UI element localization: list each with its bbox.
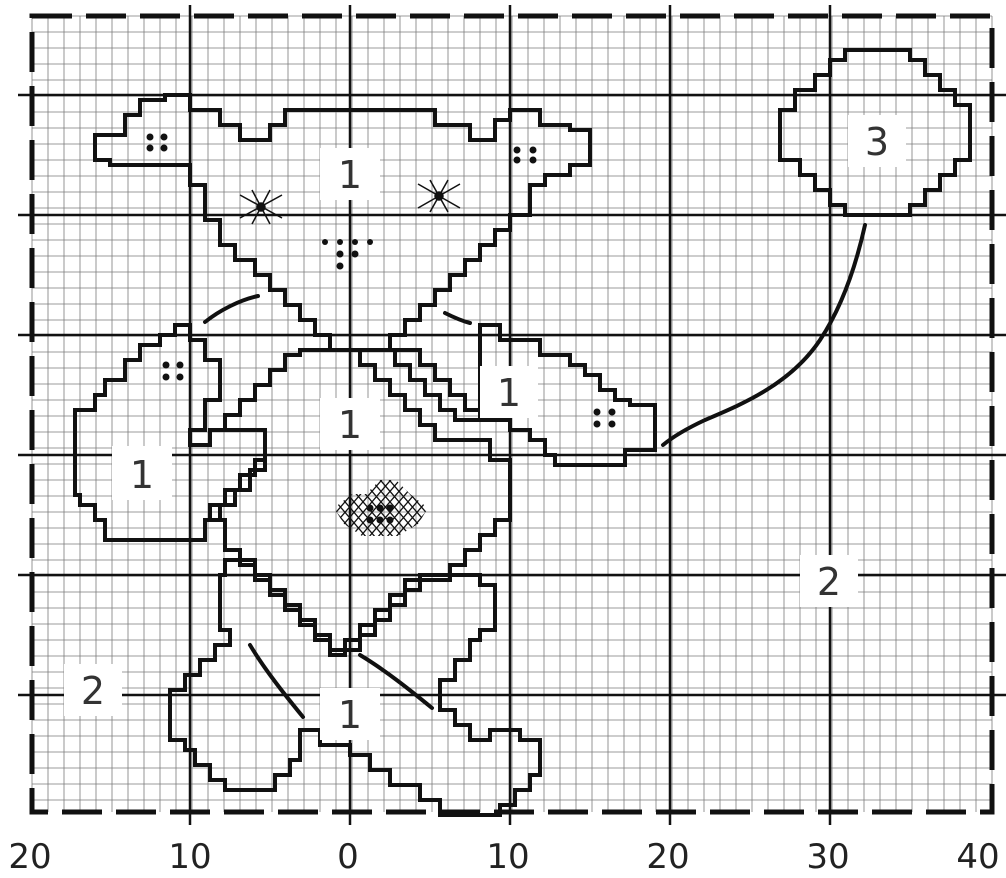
svg-text:1: 1 <box>338 403 362 447</box>
right-paw-dots-icon <box>594 409 616 428</box>
x-axis-label: 20 <box>646 837 689 877</box>
left-cheek-line <box>205 296 258 322</box>
left-eye-icon <box>240 190 282 224</box>
right-ear-dots-icon <box>514 147 537 164</box>
region-label-right-arm: 1 <box>480 366 538 418</box>
x-axis-label: 0 <box>337 837 359 877</box>
x-axis-label: 30 <box>806 837 849 877</box>
region-label-head: 1 <box>320 148 380 200</box>
right-cheek-line <box>445 313 470 323</box>
svg-text:1: 1 <box>497 371 521 415</box>
left-ear-dots-icon <box>147 134 168 152</box>
region-label-balloon: 3 <box>848 115 906 167</box>
svg-text:1: 1 <box>130 453 154 497</box>
left-arm-outline <box>75 325 265 540</box>
nose-dots-icon <box>322 239 373 270</box>
svg-text:2: 2 <box>81 669 105 713</box>
left-paw-dots-icon <box>163 362 184 381</box>
legs-outline <box>170 560 540 815</box>
region-label-body: 1 <box>320 398 380 450</box>
region-label-background-left: 2 <box>64 664 122 716</box>
x-axis-label: 10 <box>168 837 211 877</box>
x-axis-label: 10 <box>486 837 529 877</box>
right-eye-icon <box>418 180 460 212</box>
svg-text:1: 1 <box>338 153 362 197</box>
region-label-left-arm: 1 <box>112 446 172 500</box>
head-outline <box>95 95 590 350</box>
svg-text:1: 1 <box>338 693 362 737</box>
bear-outline <box>75 50 970 815</box>
x-axis-label: 20 <box>8 837 51 877</box>
region-label-background-right: 2 <box>800 555 858 607</box>
region-label-legs: 1 <box>320 688 380 740</box>
svg-text:2: 2 <box>817 560 841 604</box>
x-axis-labels: 20 10 0 10 20 30 40 <box>8 837 999 877</box>
x-axis-label: 40 <box>956 837 999 877</box>
svg-text:3: 3 <box>865 120 889 164</box>
